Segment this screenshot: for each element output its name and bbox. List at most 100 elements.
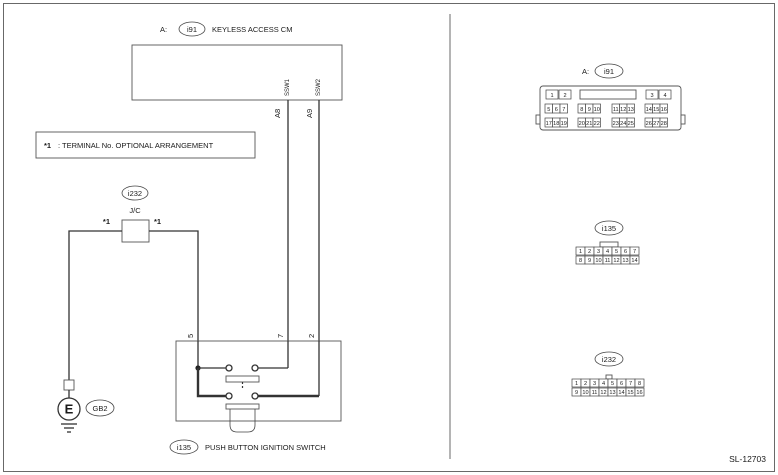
switch-pin-5: 5	[186, 334, 195, 338]
ground-terminal	[63, 379, 75, 391]
switch-connector-oval	[169, 439, 199, 455]
i91-pin-28-cell	[659, 117, 668, 128]
switch-connector-id: i135	[177, 443, 191, 452]
wire-jc-to-switch	[149, 230, 199, 368]
i135-pin-9-label: 9	[588, 258, 591, 264]
i232-pin-1-label: 1	[575, 381, 578, 387]
i135-pin-14-cell	[629, 255, 640, 265]
figure-ref: SL-12703	[729, 454, 766, 464]
i91-pin-16-cell	[659, 103, 668, 114]
i135-pin-14-label: 14	[631, 258, 637, 264]
i135-pin-10-label: 10	[595, 258, 601, 264]
i135-pin-7-cell	[629, 246, 640, 256]
i91-pin-6-label: 6	[555, 107, 558, 113]
cm-pin-ssw1-label: SSW1	[285, 78, 291, 96]
i91-pin-14-label: 14	[646, 107, 652, 113]
i91-pin-27-label: 27	[653, 121, 659, 127]
i91-pin-25-cell	[626, 117, 635, 128]
i232-pin-11-label: 11	[592, 390, 598, 396]
i91-pin-13-cell	[626, 103, 635, 114]
i91-pin-4-label: 4	[663, 93, 666, 99]
note-text: : TERMINAL No. OPTIONAL ARRANGEMENT	[58, 141, 214, 150]
i91-pin-25-label: 25	[628, 121, 634, 127]
i91-pin-15-label: 15	[653, 107, 659, 113]
i91-oval	[594, 63, 624, 79]
i232-pin-2-label: 2	[584, 381, 587, 387]
ground-label: GB2	[92, 404, 107, 413]
jc-mark-right: *1	[154, 217, 161, 226]
i232-pin-12-label: 12	[600, 390, 606, 396]
note-box	[35, 131, 256, 159]
i91-pin-3-label: 3	[650, 93, 653, 99]
jc-connector-oval	[121, 185, 149, 201]
i91-pin-1-cell	[545, 89, 559, 100]
outer-frame	[3, 3, 775, 472]
keyless-access-cm: A: i91 KEYLESS ACCESS CM SSW1 SSW2 A8 A9	[131, 21, 343, 118]
i91-pin-19-label: 19	[561, 121, 567, 127]
i232-pin-16-cell	[634, 387, 645, 397]
i91-pin-10-cell	[592, 103, 601, 114]
i232-oval	[594, 351, 624, 367]
i91-latch-left	[535, 114, 541, 125]
i135-name: i135	[602, 224, 616, 233]
cm-terminal-a8: A8	[273, 109, 282, 118]
ground-gb2: E GB2	[57, 379, 115, 433]
i91-pin-20-label: 20	[579, 121, 585, 127]
ground-symbol: E	[65, 402, 74, 417]
i91-pin-26-label: 26	[646, 121, 652, 127]
i91-pin-5-label: 5	[547, 107, 550, 113]
switch-bar-upper	[225, 375, 260, 383]
i91-pin-17-label: 17	[546, 121, 552, 127]
cm-prefix: A:	[160, 25, 167, 34]
cm-connector-id: i91	[187, 25, 197, 34]
switch-bar-lower	[225, 403, 260, 410]
cm-connector-oval	[178, 21, 206, 37]
i91-pin-16-label: 16	[661, 107, 667, 113]
i91-pin-22-cell	[592, 117, 601, 128]
i232-pin-9-label: 9	[575, 390, 578, 396]
i232-pin-6-label: 6	[620, 381, 623, 387]
i232-pin-14-label: 14	[618, 390, 624, 396]
switch-pin-7: 7	[276, 334, 285, 338]
i91-pin-9-label: 9	[588, 107, 591, 113]
i91-pin-1-label: 1	[550, 93, 553, 99]
jc-name: J/C	[129, 206, 141, 215]
i91-pin-23-label: 23	[613, 121, 619, 127]
i135-oval	[594, 220, 624, 236]
i91-latch-right	[680, 114, 686, 125]
i91-pin-2-label: 2	[563, 93, 566, 99]
switch-contact-3	[225, 392, 233, 400]
i91-pin-12-label: 12	[620, 107, 626, 113]
joint-connector: i232 J/C *1 *1	[103, 185, 161, 243]
i232-pin-8-label: 8	[638, 381, 641, 387]
jc-box	[121, 219, 150, 243]
cm-terminal-a9: A9	[305, 109, 314, 118]
i232-latch	[605, 374, 613, 380]
i91-pin-11-label: 11	[613, 107, 619, 113]
i91-pin-7-cell	[559, 103, 568, 114]
i91-prefix: A:	[582, 67, 589, 76]
i135-pin-8-label: 8	[579, 258, 582, 264]
jc-mark-left: *1	[103, 217, 110, 226]
i91-pin-4-cell	[658, 89, 672, 100]
cm-pin-ssw2-label: SSW2	[316, 78, 322, 96]
i135-pin-6-label: 6	[624, 249, 627, 255]
jc-connector-id: i232	[128, 189, 142, 198]
cm-box	[131, 44, 343, 101]
i135-pin-12-label: 12	[613, 258, 619, 264]
i135-pin-4-label: 4	[606, 249, 609, 255]
i135-latch	[599, 241, 619, 248]
i135-pin-2-label: 2	[588, 249, 591, 255]
i232-pin-8-cell	[634, 378, 645, 388]
i91-pin-8-label: 8	[580, 107, 583, 113]
ground-label-oval	[85, 399, 115, 417]
cm-name: KEYLESS ACCESS CM	[212, 25, 292, 34]
switch-name: PUSH BUTTON IGNITION SWITCH	[205, 443, 326, 452]
switch-contact-4	[251, 392, 259, 400]
i232-pin-5-label: 5	[611, 381, 614, 387]
